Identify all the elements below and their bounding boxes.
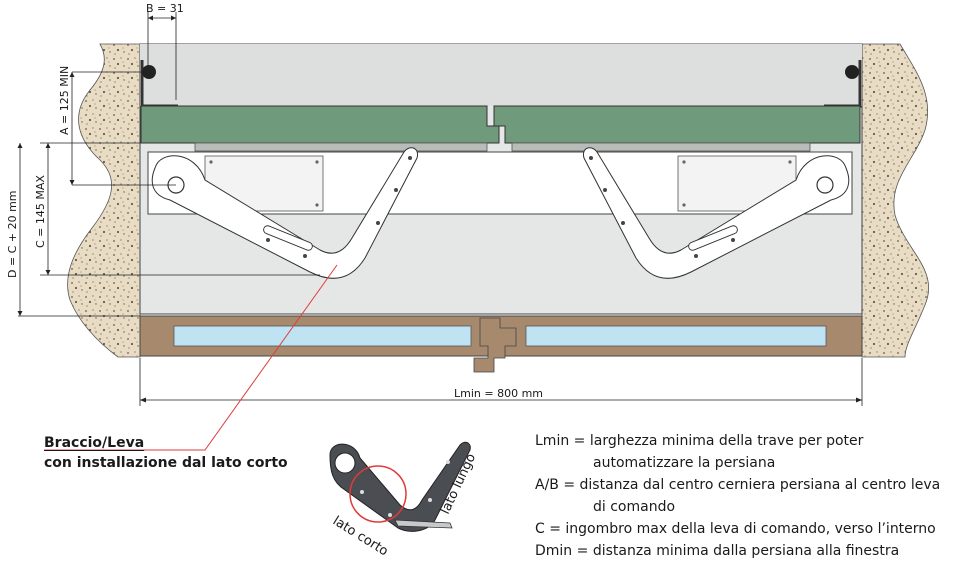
dim-a-label: A = 125 MIN [58,66,71,135]
legend-text: distanza minima dalla persiana alla fine… [592,543,900,559]
legend-text: ingombro max della leva di comando, vers… [565,521,936,537]
right-shutter-hardware [511,142,811,152]
caption: Braccio/Leva con installazione dal lato … [44,433,288,473]
legend-text: larghezza minima della trave per poter [589,433,864,449]
left-slot [263,225,313,251]
legend-continuation: di comando [593,499,676,515]
lever-detail [329,441,471,532]
dim-d-label: D = C + 20 mm [6,191,19,279]
legend-item-lmin: Lmin = larghezza minima della trave per … [535,430,940,452]
right-shutter-panel [493,105,861,144]
right-wall [861,43,930,358]
beam-top-strip [140,44,862,106]
left-wall [67,43,141,358]
detail-callout-circle [349,465,407,523]
caption-title: Braccio/Leva [44,435,145,451]
right-slot [688,225,738,251]
legend-item-dmin: Dmin = distanza minima dalla persiana al… [535,540,940,562]
right-hinge-pin [845,65,859,79]
lato-corto-label: lato corto [330,514,391,560]
dim-b-label: B = 31 [146,2,184,15]
legend-text: distanza dal centro cerniera persiana al… [579,477,941,493]
left-glass [173,325,472,347]
callout-leader [44,264,338,451]
caption-subtitle: con installazione dal lato corto [44,455,288,471]
window-latch [473,317,517,373]
left-shutter-panel [140,105,500,144]
right-pivot [816,176,834,194]
legend-term: Dmin = [535,543,593,559]
legend-item-ab: A/B = distanza dal centro cerniera persi… [535,474,940,496]
legend: Lmin = larghezza minima della trave per … [535,430,940,562]
dim-c-label: C = 145 MAX [34,175,47,248]
legend-term: Lmin = [535,433,590,449]
legend-item-c: C = ingombro max della leva di comando, … [535,518,940,540]
legend-term: A/B = [535,477,580,493]
dim-lmin-label: Lmin = 800 mm [454,387,543,400]
right-lever-arm [582,147,850,279]
legend-term: C = [535,521,566,537]
legend-continuation: automatizzare la persiana [593,455,776,471]
left-shutter-hardware [194,142,488,152]
left-lever-arm [151,147,419,279]
right-glass [525,325,827,347]
